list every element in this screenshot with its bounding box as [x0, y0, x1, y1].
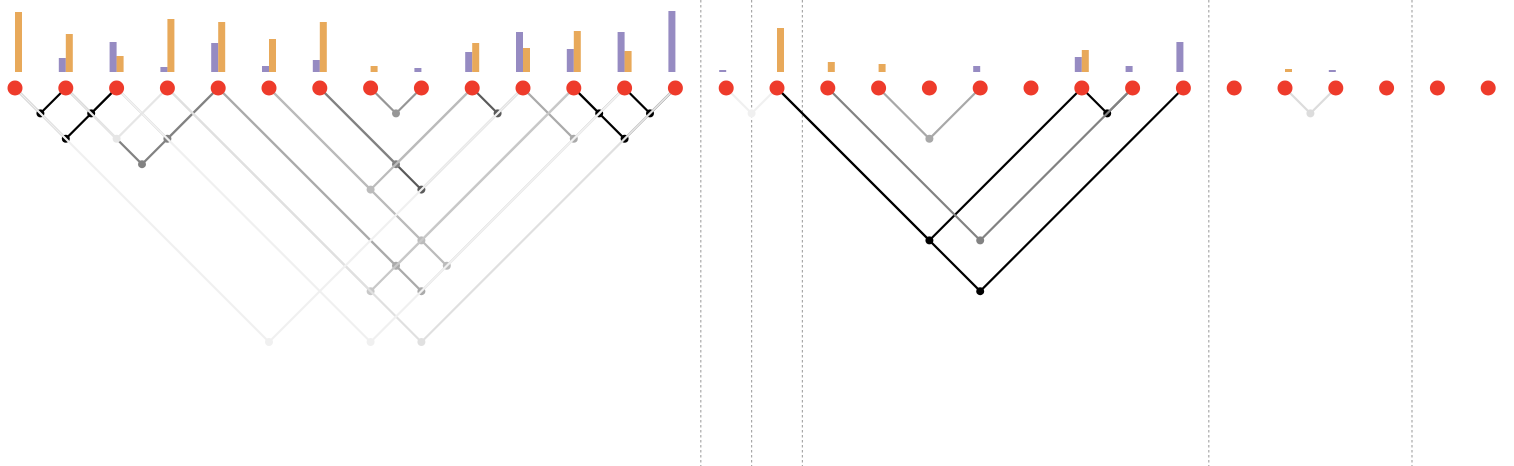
leaf-node	[109, 80, 125, 96]
bar-orange	[523, 48, 530, 72]
arc-vertex	[366, 338, 375, 346]
leaf-node	[921, 80, 937, 96]
arc-vertex	[417, 338, 426, 346]
pair-arcs	[14, 87, 1337, 346]
arc-vertex	[138, 160, 146, 169]
leaf-node	[413, 80, 429, 96]
bar-purple	[160, 67, 168, 72]
bar-purple	[668, 11, 676, 72]
bar-purple	[1328, 70, 1336, 72]
leaf-node	[617, 80, 633, 96]
leaf-node	[718, 80, 734, 96]
arc-connection	[776, 87, 1083, 242]
arc-connection	[268, 87, 575, 242]
arc-vertex	[747, 109, 756, 118]
bar-orange	[319, 22, 327, 72]
leaf-node	[1226, 80, 1242, 96]
leaf-node	[261, 80, 277, 96]
leaf-node	[667, 80, 683, 96]
leaf-node	[871, 80, 887, 96]
bar-purple	[973, 66, 981, 72]
partition-dividers	[700, 0, 1413, 466]
bar-purple	[1176, 42, 1184, 72]
bar-orange	[1285, 69, 1292, 72]
bar-orange	[15, 12, 22, 72]
bar-orange	[878, 64, 886, 72]
leaf-node	[159, 80, 175, 96]
leaf-bars	[15, 11, 1336, 72]
bar-purple	[262, 66, 269, 72]
arc-connection	[65, 87, 169, 140]
bar-purple	[211, 43, 219, 72]
bar-orange	[269, 39, 276, 72]
leaf-node	[210, 80, 226, 96]
bar-orange	[573, 31, 581, 72]
arc-vertex	[366, 185, 375, 194]
bar-orange	[827, 62, 835, 72]
arc-connection	[115, 87, 219, 140]
arc-vertex	[392, 109, 400, 118]
arc-vertex	[265, 338, 273, 346]
leaf-node	[1429, 80, 1445, 96]
arc-connection	[573, 87, 677, 140]
bar-purple	[516, 32, 523, 72]
bar-purple	[1074, 57, 1082, 72]
leaf-node	[515, 80, 531, 96]
leaf-node	[972, 80, 988, 96]
bar-purple	[1125, 66, 1133, 72]
bar-orange	[624, 51, 632, 72]
bar-purple	[465, 52, 473, 72]
leaf-node	[1074, 80, 1090, 96]
bar-purple	[58, 58, 66, 72]
bar-purple	[109, 42, 117, 72]
bar-purple	[312, 60, 320, 72]
arc-vertex	[925, 134, 934, 143]
leaf-node	[1023, 80, 1039, 96]
leaf-node	[1277, 80, 1293, 96]
leaf-node	[312, 80, 328, 96]
bar-orange	[777, 28, 784, 72]
leaf-node	[363, 80, 379, 96]
bar-purple	[414, 68, 422, 72]
leaf-nodes	[7, 80, 1496, 96]
leaf-node	[58, 80, 74, 96]
arc-connection	[827, 87, 1134, 242]
arc-connection	[522, 87, 626, 140]
leaf-node	[1125, 80, 1141, 96]
bar-orange	[472, 43, 480, 72]
arc-vertex	[976, 287, 985, 296]
arc-connection	[14, 87, 118, 140]
arc-vertex	[976, 236, 985, 245]
bar-orange	[65, 34, 73, 72]
bar-orange	[218, 22, 226, 72]
leaf-node	[1379, 80, 1395, 96]
leaf-node	[7, 80, 23, 96]
arc-vertex	[925, 236, 934, 245]
bar-orange	[370, 66, 378, 72]
leaf-node	[1480, 80, 1496, 96]
arc-connection	[319, 87, 473, 166]
leaf-node	[1175, 80, 1191, 96]
arc-vertex	[1306, 109, 1315, 118]
leaf-node	[464, 80, 480, 96]
bar-orange	[116, 56, 124, 72]
arc-connection	[877, 87, 981, 140]
bar-orange	[167, 19, 175, 72]
arc-vertex	[112, 134, 121, 143]
bar-purple	[617, 32, 625, 72]
leaf-node	[820, 80, 836, 96]
bar-purple	[719, 70, 727, 72]
leaf-node	[769, 80, 785, 96]
bar-purple	[566, 49, 574, 72]
bar-orange	[1081, 50, 1089, 72]
arc-connection	[65, 87, 219, 166]
leaf-node	[1328, 80, 1344, 96]
leaf-node	[566, 80, 582, 96]
